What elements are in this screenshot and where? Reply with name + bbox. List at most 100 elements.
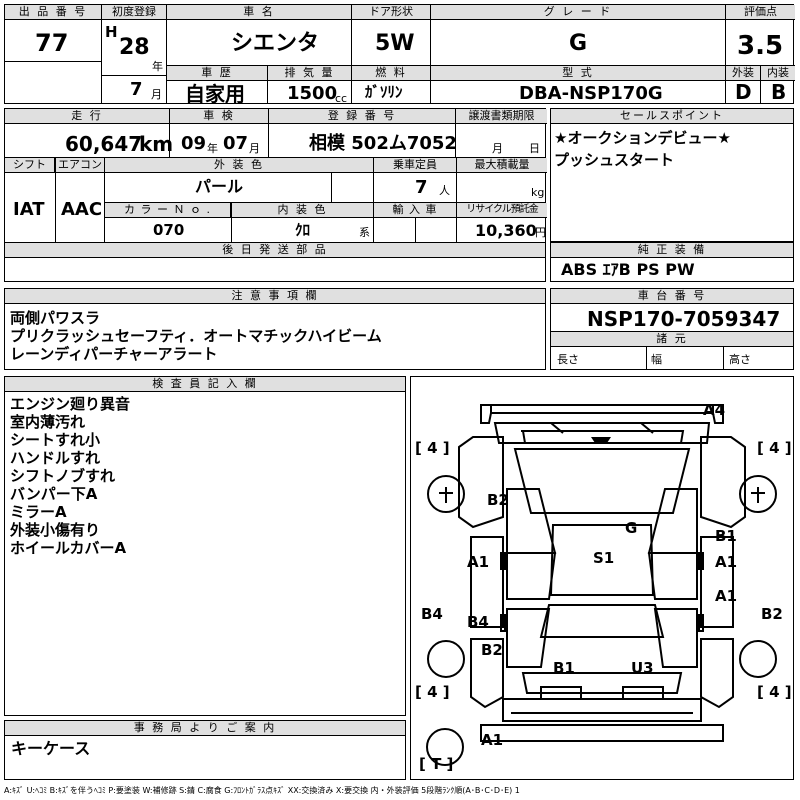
notes-label: 注 意 事 項 欄 [5,289,545,304]
max-load-unit: kg [531,186,545,199]
int-color: ｸﾛ [295,221,311,239]
dims-label: 諸 元 [551,332,793,347]
inspector-line-5: シフトノブすれ [10,467,116,485]
length-label: 長さ [557,353,579,366]
chassis-number: NSP170-7059347 [587,307,781,331]
int-color-label: 内 装 色 [232,203,373,218]
model-label: 型 式 [431,66,725,81]
car-name: シエンタ [231,31,320,56]
recycle-fee: 10,360 [475,221,537,240]
car-diagram: [ 4 ] [ 4 ] [ 4 ] [ 4 ] [ T ] A4 B2 G B1… [410,376,794,780]
equipment-value: ABS ｴｱB PS PW [561,260,695,279]
inspection-month: 07 [223,133,249,154]
inspector-line-6: バンパー下A [10,485,98,503]
inspector-line-4: ハンドルすれ [10,449,101,467]
inspection-year-unit: 年 [207,142,218,155]
capacity-unit: 人 [439,184,450,197]
width-label: 幅 [651,353,662,366]
displacement: 1500 [287,83,338,104]
inspection-label: 車 検 [170,109,268,124]
transfer-label: 譲渡書類期限 [456,109,547,124]
later-parts-label: 後 日 発 送 部 品 [5,243,545,258]
inspector-line-7: ミラーA [10,503,67,521]
lot-number: 77 [35,29,69,57]
damage-mark: B2 [761,605,783,623]
note-line-1: 両側パワスラ [10,309,101,327]
ac: AAC [61,199,103,220]
max-load-label: 最大積載量 [457,158,547,173]
inspector-line-1: エンジン廻り異音 [10,395,131,413]
tire-rear-left-condition: [ 4 ] [415,683,450,701]
history: 自家用 [185,82,245,106]
mileage-unit: km [139,132,174,156]
mileage: 60,647 [65,132,143,156]
interior-grade: B [771,80,787,104]
legend: A:ｷｽﾞ U:ﾍｺﾐ B:ｷｽﾞを伴うﾍｺﾐ P:要塗装 W:補修跡 S:錆 … [4,786,520,795]
inspector-line-8: 外装小傷有り [10,521,101,539]
lot-label: 出 品 番 号 [5,5,101,20]
first-reg-month: 7 [130,79,143,100]
sales-point-line-2: プッシュスタート [554,151,675,169]
damage-mark: A1 [481,731,504,749]
grade: G [569,31,588,56]
inspector-line-2: 室内薄汚れ [10,413,86,431]
car-outline-svg [426,404,777,766]
fuel-label: 燃 料 [352,66,430,81]
sales-point-line-1: ★オークションデビュー★ [554,129,731,147]
shift-label: シフト [5,158,55,173]
score: 3.5 [737,31,784,61]
first-reg-year-unit: 年 [152,60,163,73]
displacement-label: 排 気 量 [268,66,351,81]
capacity: 7 [415,177,428,198]
first-reg-label: 初度登録 [102,5,166,20]
import-label: 輸 入 車 [374,203,456,218]
note-line-3: レーンディパーチャーアラート [10,345,218,363]
equipment-section: 純 正 装 備 ABS ｴｱB PS PW [550,242,794,282]
score-label: 評価点 [726,5,795,20]
tire-rear-right-condition: [ 4 ] [757,683,792,701]
transfer-month-unit: 月 [492,142,503,155]
car-name-label: 車 名 [167,5,351,20]
inspector-section: 検 査 員 記 入 欄 エンジン廻り異音 室内薄汚れ シートすれ小 ハンドルすれ… [4,376,406,716]
color-number: 070 [153,221,185,239]
office-label: 事 務 局 よ り ご 案 内 [5,721,405,736]
height-label: 高さ [729,353,751,366]
office-section: 事 務 局 よ り ご 案 内 キーケース [4,720,406,780]
chassis-label: 車 台 番 号 [551,289,793,304]
first-reg-month-unit: 月 [151,88,162,101]
inspector-line-3: シートすれ小 [10,431,101,449]
damage-mark: B1 [553,659,575,677]
shift: IAT [13,199,45,220]
color-label: 外 装 色 [105,158,373,173]
int-color-unit: 系 [359,226,370,239]
header-section: 出 品 番 号 77 初度登録 H 28 年 7 月 車 名 シエンタ ドア形状… [4,4,795,106]
sales-point-label: セールスポイント [551,109,793,124]
details-section: 走 行 60,647 km 車 検 09 年 07 月 登 録 番 号 相模 5… [4,108,547,282]
inspector-label: 検 査 員 記 入 欄 [5,377,405,392]
plate-number: 相模 502ム7052 [309,133,457,154]
exterior-grade: D [735,80,752,104]
damage-mark: A4 [703,401,726,419]
damage-mark: B2 [481,641,503,659]
color-no-label: カ ラ ー Ｎ ｏ . [105,203,231,218]
spare-tire-condition: [ T ] [419,755,454,773]
inspection-year: 09 [181,133,207,154]
tire-front-right-condition: [ 4 ] [757,439,792,457]
notes-section: 注 意 事 項 欄 両側パワスラ プリクラッシュセーフティ．オートマチックハイビ… [4,288,546,370]
grade-label: グ レ ー ド [431,5,725,20]
note-line-2: プリクラッシュセーフティ．オートマチックハイビーム [10,327,382,345]
damage-mark: A1 [715,553,738,571]
door-label: ドア形状 [352,5,430,20]
model: DBA-NSP170G [519,83,663,104]
recycle-unit: 円 [535,226,546,239]
inspector-line-9: ホイールカバーA [10,539,127,557]
mileage-label: 走 行 [5,109,169,124]
damage-mark: A1 [467,553,490,571]
damage-mark: B2 [487,491,509,509]
fuel: ｶﾞｿﾘﾝ [365,83,403,101]
damage-mark: B1 [715,527,737,545]
color: パール [195,177,244,196]
plate-label: 登 録 番 号 [269,109,455,124]
chassis-section: 車 台 番 号 NSP170-7059347 諸 元 長さ 幅 高さ [550,288,794,370]
damage-mark: S1 [593,549,615,567]
